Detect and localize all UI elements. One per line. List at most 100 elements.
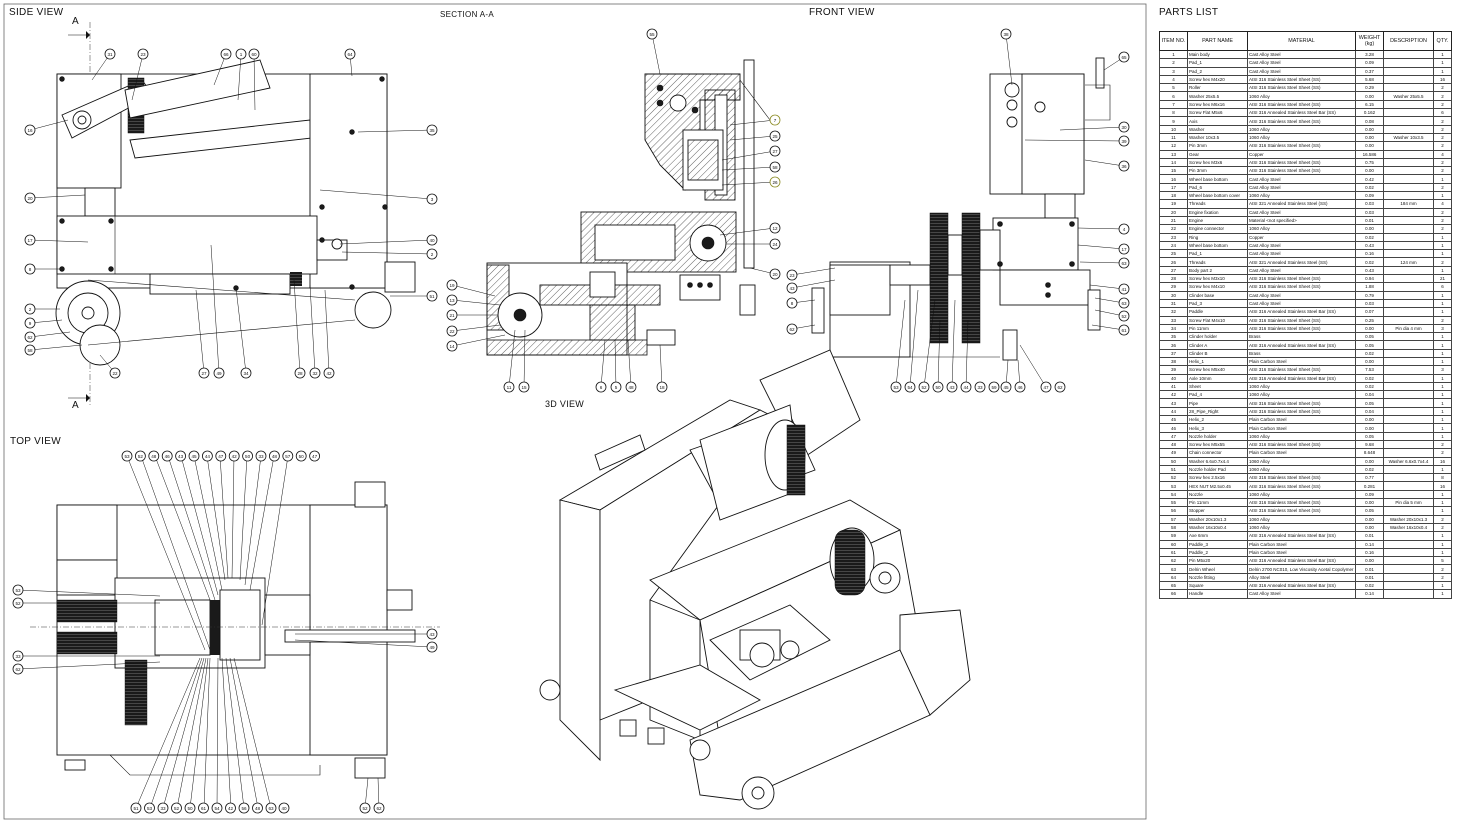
item-balloon-number: 50 bbox=[187, 806, 193, 811]
item-balloon-number: 34 bbox=[243, 371, 249, 376]
item-balloon-number: 12 bbox=[772, 226, 778, 231]
parts-list-cell-qty: 1 bbox=[1433, 265, 1452, 276]
parts-list-cell-material: 1060 Alloy bbox=[1247, 132, 1356, 143]
item-balloon: 13 bbox=[446, 294, 458, 306]
parts-list-cell-qty: 1 bbox=[1433, 348, 1452, 359]
parts-list-cell-qty: 2 bbox=[1433, 91, 1452, 101]
item-balloon-number: 48 bbox=[255, 806, 261, 811]
header-item: ITEM NO. bbox=[1159, 31, 1188, 51]
parts-list-cell-item: 57 bbox=[1159, 514, 1188, 524]
parts-list-cell-desc bbox=[1383, 448, 1434, 458]
parts-list-cell-item: 66 bbox=[1159, 589, 1188, 599]
item-balloon: 34 bbox=[240, 367, 252, 379]
parts-list-cell-weight: 3.28 bbox=[1355, 49, 1384, 60]
parts-list-cell-weight: 0.02 bbox=[1355, 232, 1384, 242]
parts-list-cell-material: Material <not specified> bbox=[1247, 215, 1356, 226]
item-balloon: 30 bbox=[1118, 121, 1130, 133]
parts-list-cell-qty: 1 bbox=[1433, 539, 1452, 549]
item-balloon-number: 52 bbox=[362, 806, 368, 811]
item-balloon: 47 bbox=[309, 450, 321, 462]
parts-list-cell-weight: 0.94 bbox=[1355, 273, 1384, 284]
item-balloon-number: 53 bbox=[147, 806, 153, 811]
item-balloon-number: 5 bbox=[615, 385, 618, 390]
item-balloon-number: 64 bbox=[347, 52, 353, 57]
parts-list-cell-item: 27 bbox=[1159, 265, 1188, 276]
parts-list-cell-name: Engine bbox=[1187, 215, 1248, 226]
parts-list-cell-name: Screw hex M4x20 bbox=[1187, 74, 1248, 85]
parts-list-cell-item: 12 bbox=[1159, 141, 1188, 151]
parts-list-cell-item: 20 bbox=[1159, 207, 1188, 217]
item-balloon-number: 62 bbox=[27, 335, 33, 340]
item-balloon: 2 bbox=[426, 248, 438, 260]
parts-list-cell-item: 46 bbox=[1159, 423, 1188, 433]
parts-list-cell-name: 28_Pipe_Right bbox=[1187, 406, 1248, 417]
item-balloon: 50 bbox=[184, 802, 196, 814]
item-balloon-number: 4 bbox=[1123, 227, 1126, 232]
parts-list-cell-qty: 1 bbox=[1433, 415, 1452, 425]
item-balloon: 42 bbox=[228, 450, 240, 462]
parts-list-cell-name: Chain connector bbox=[1187, 448, 1248, 458]
parts-list-cell-weight: 0.75 bbox=[1355, 157, 1384, 168]
item-balloon: 31 bbox=[104, 48, 116, 60]
parts-list-cell-item: 24 bbox=[1159, 240, 1188, 251]
item-balloon: 52 bbox=[171, 802, 182, 814]
parts-list-cell-item: 8 bbox=[1159, 108, 1188, 118]
item-balloon: 33 bbox=[157, 802, 169, 814]
item-balloon-number: 58 bbox=[27, 348, 33, 353]
parts-list-cell-desc bbox=[1383, 224, 1434, 234]
item-balloon-number: 42 bbox=[232, 454, 238, 459]
item-balloon: 20 bbox=[769, 268, 781, 280]
parts-list-cell-desc: Pin dia 5 mm bbox=[1383, 498, 1434, 508]
parts-list-cell-weight: 0.02 bbox=[1355, 182, 1384, 193]
item-balloon: 44 bbox=[960, 381, 972, 393]
parts-list-cell-item: 62 bbox=[1159, 556, 1188, 566]
parts-list-cell-qty: 1 bbox=[1433, 498, 1452, 508]
parts-list-cell-name: Roller bbox=[1187, 83, 1248, 93]
parts-list-cell-name: Pad_6 bbox=[1187, 182, 1248, 193]
engine-block bbox=[56, 215, 318, 275]
parts-list-cell-name: Screw hex 2.5x16 bbox=[1187, 473, 1248, 483]
item-balloon: 51 bbox=[426, 290, 438, 302]
parts-list-cell-material: AISI 316 Stainless Steel Sheet (SS) bbox=[1247, 74, 1356, 85]
item-balloon: 63 bbox=[1118, 257, 1130, 269]
parts-list-cell-qty: 21 bbox=[1433, 273, 1452, 284]
item-balloon: 58 bbox=[24, 344, 36, 356]
parts-list-cell-material: Cast Alloy Steel bbox=[1247, 265, 1356, 276]
item-balloon: 27 bbox=[769, 145, 781, 157]
parts-list-cell-qty: 1 bbox=[1433, 381, 1452, 392]
item-balloon-number: 62 bbox=[1057, 385, 1063, 390]
item-balloon-number: 62 bbox=[15, 667, 21, 672]
item-balloon-number: 54 bbox=[907, 385, 913, 390]
parts-list-cell-material: AISI 316 Stainless Steel Sheet (SS) bbox=[1247, 116, 1356, 126]
parts-list-cell-name: Paddle bbox=[1187, 307, 1248, 317]
item-balloon-number: 11 bbox=[507, 385, 512, 390]
parts-list-cell-material: Plain Carbon Steel bbox=[1247, 448, 1356, 458]
parts-list-cell-name: Axe 6mm bbox=[1187, 531, 1248, 541]
parts-list-cell-qty: 2 bbox=[1433, 257, 1452, 267]
parts-list-cell-name: Ring bbox=[1187, 232, 1248, 242]
item-balloon: 7 bbox=[769, 114, 781, 126]
item-balloon: 61 bbox=[198, 802, 209, 814]
parts-list-cell-desc bbox=[1383, 340, 1434, 350]
item-balloon-number: 56 bbox=[241, 806, 247, 811]
item-balloon-number: 38 bbox=[1003, 32, 1009, 37]
parts-list-cell-weight: 0.00 bbox=[1355, 141, 1384, 151]
parts-list-cell-weight: 0.00 bbox=[1355, 556, 1384, 566]
parts-list-cell-item: 11 bbox=[1159, 132, 1188, 143]
item-balloon-number: 14 bbox=[449, 344, 455, 349]
parts-list-cell-desc bbox=[1383, 240, 1434, 251]
parts-list-cell-qty: 1 bbox=[1433, 489, 1452, 500]
parts-list-cell-desc bbox=[1383, 390, 1434, 400]
parts-list-cell-weight: 0.07 bbox=[1355, 307, 1384, 317]
parts-list-cell-material: AISI 316 Stainless Steel Sheet (SS) bbox=[1247, 473, 1356, 483]
item-balloon-number: 7 bbox=[774, 118, 777, 123]
parts-list-cell-desc bbox=[1383, 49, 1434, 60]
parts-list-cell-material: AISI 316 Stainless Steel Sheet (SS) bbox=[1247, 157, 1356, 168]
